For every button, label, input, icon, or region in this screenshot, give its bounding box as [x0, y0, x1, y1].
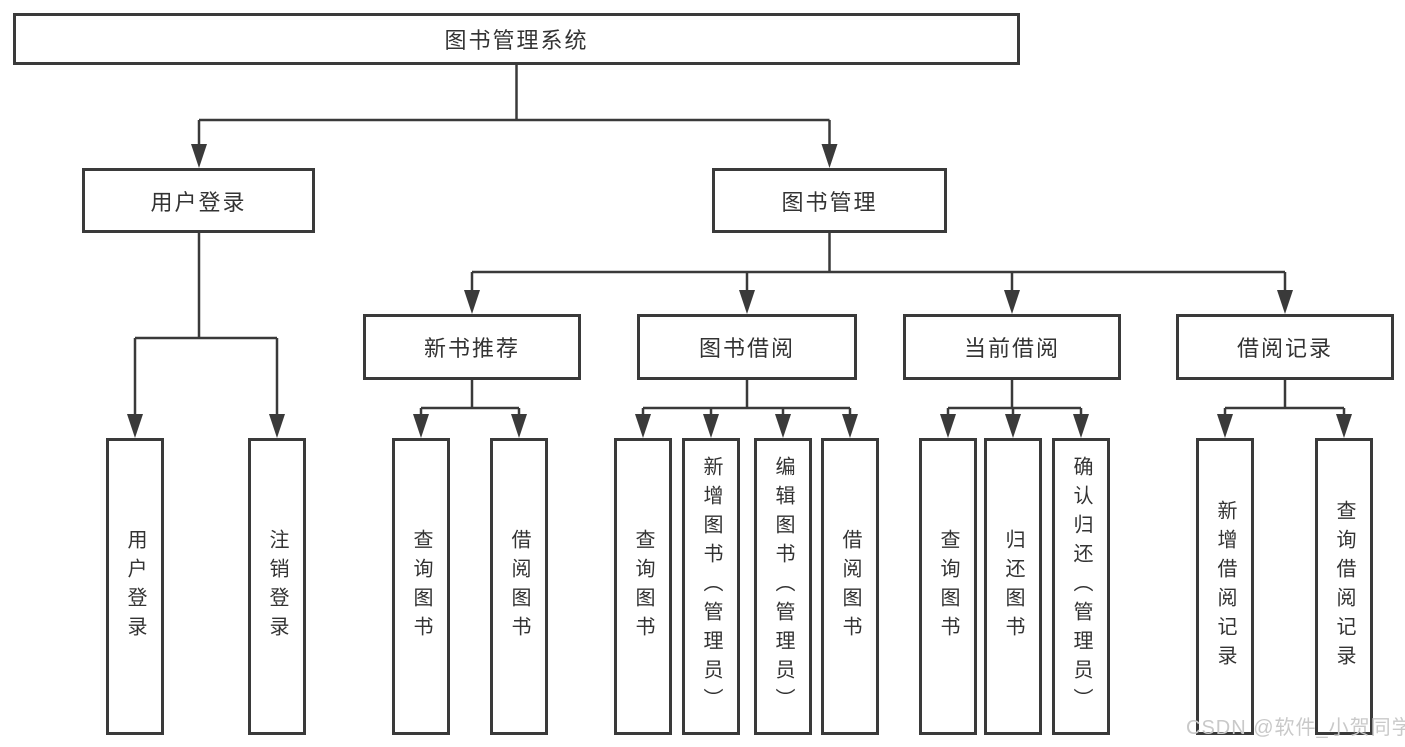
leaf-user-login-label: 用户登录	[124, 528, 146, 645]
leaf-borrow-books-borrowing-label: 借阅图书	[839, 528, 861, 645]
node-book-management: 图书管理	[712, 168, 947, 233]
leaf-borrow-books-recommend: 借阅图书	[490, 438, 548, 735]
leaf-add-borrow-record: 新增借阅记录	[1196, 438, 1254, 735]
connector-borrow-records-branch	[1217, 380, 1352, 438]
connector-book-borrow-branch	[635, 380, 858, 438]
node-root-system-label: 图书管理系统	[444, 28, 589, 53]
leaf-edit-book-admin: 编辑图书（管理员）	[754, 438, 812, 735]
leaf-query-borrow-record-label: 查询借阅记录	[1333, 499, 1355, 674]
leaf-user-login: 用户登录	[106, 438, 164, 735]
node-new-book-recommend: 新书推荐	[363, 314, 581, 380]
leaf-borrow-books-borrowing: 借阅图书	[821, 438, 879, 735]
leaf-logout-label: 注销登录	[266, 528, 288, 645]
leaf-query-books-borrowing: 查询图书	[614, 438, 672, 735]
leaf-add-book-admin: 新增图书（管理员）	[682, 438, 740, 735]
node-new-book-recommend-label: 新书推荐	[423, 336, 520, 361]
leaf-return-book: 归还图书	[984, 438, 1042, 735]
leaf-query-books-current-label: 查询图书	[937, 528, 959, 645]
node-user-login-label: 用户登录	[150, 189, 247, 215]
node-borrowing-records-label: 借阅记录	[1236, 336, 1333, 361]
leaf-query-books-borrowing-label: 查询图书	[632, 528, 654, 645]
leaf-query-borrow-record: 查询借阅记录	[1315, 438, 1373, 735]
leaf-add-book-admin-label: 新增图书（管理员）	[700, 456, 722, 717]
node-user-login: 用户登录	[82, 168, 315, 233]
connector-current-borrow-branch	[940, 380, 1089, 438]
csdn-watermark: CSDN @软件_小贺同学	[1186, 717, 1405, 739]
leaf-borrow-books-recommend-label: 借阅图书	[508, 528, 530, 645]
connector-new-book-branch	[413, 380, 527, 438]
node-current-borrowing: 当前借阅	[903, 314, 1121, 380]
leaf-query-books-recommend-label: 查询图书	[410, 528, 432, 645]
node-book-management-label: 图书管理	[781, 189, 878, 215]
leaf-add-borrow-record-label: 新增借阅记录	[1214, 499, 1236, 674]
node-current-borrowing-label: 当前借阅	[963, 336, 1060, 361]
connector-user-login-branch	[127, 233, 285, 438]
node-book-borrowing: 图书借阅	[637, 314, 857, 380]
leaf-confirm-return-admin-label: 确认归还（管理员）	[1070, 456, 1092, 717]
connector-root-branch	[191, 65, 838, 168]
node-borrowing-records: 借阅记录	[1176, 314, 1394, 380]
node-root-system: 图书管理系统	[13, 13, 1020, 65]
leaf-return-book-label: 归还图书	[1002, 528, 1024, 645]
leaf-logout: 注销登录	[248, 438, 306, 735]
connector-book-management-branch	[464, 232, 1293, 314]
node-book-borrowing-label: 图书借阅	[698, 336, 795, 361]
leaf-query-books-recommend: 查询图书	[392, 438, 450, 735]
leaf-confirm-return-admin: 确认归还（管理员）	[1052, 438, 1110, 735]
leaf-edit-book-admin-label: 编辑图书（管理员）	[772, 456, 794, 717]
leaf-query-books-current: 查询图书	[919, 438, 977, 735]
